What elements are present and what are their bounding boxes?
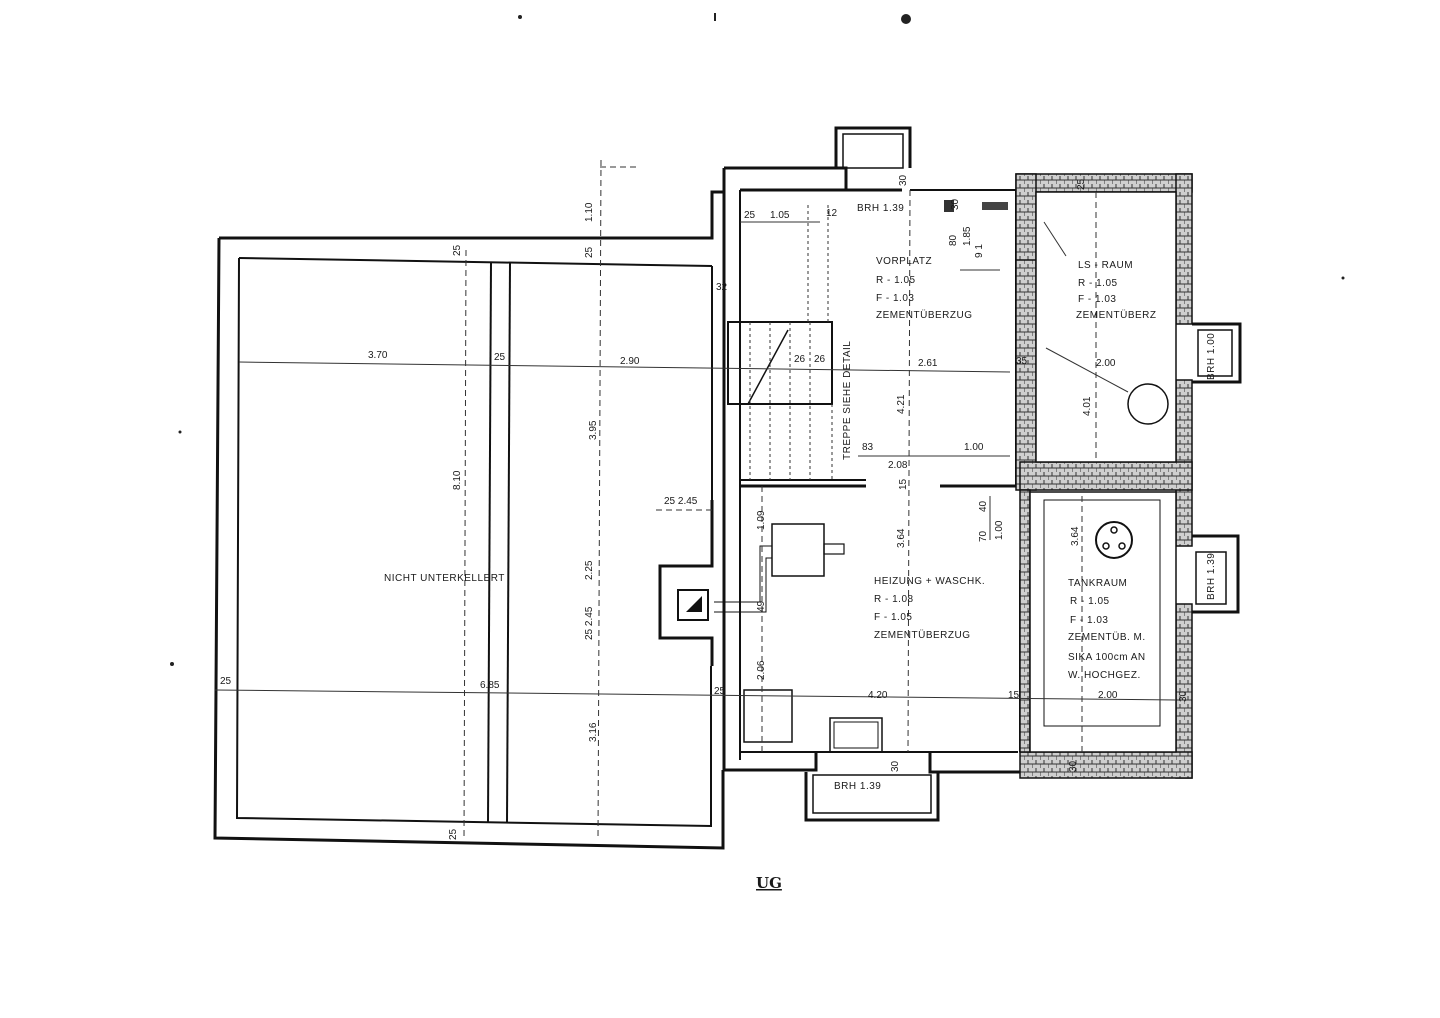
dim-label: 30 <box>950 198 961 210</box>
label-tankraum-floor1: ZEMENTÜB. M. <box>1068 631 1146 643</box>
notes: TREPPE SIEHE DETAIL BRH 1.39 BRH 1.39 BR… <box>834 203 1217 792</box>
label-ls-raum-floor: ZEMENTÜBERZ <box>1076 309 1157 321</box>
right-block-walls <box>1015 173 1242 779</box>
dim-label: 1.00 <box>964 442 984 453</box>
label-heizung-name: HEIZUNG + WASCHK. <box>874 576 985 587</box>
left-block-walls <box>213 168 726 850</box>
label-ls-raum-f: F - 1.03 <box>1078 294 1116 305</box>
label-tankraum-floor3: W. HOCHGEZ. <box>1068 670 1141 681</box>
dim-label: 3.64 <box>896 528 907 548</box>
label-heizung-r: R - 1.08 <box>874 594 914 605</box>
dim-label: 1.00 <box>994 520 1005 540</box>
plan-title: UG <box>756 874 782 892</box>
scan-specks <box>170 13 1345 666</box>
label-heizung-floor: ZEMENTÜBERZUG <box>874 629 971 641</box>
dim-label: 15 <box>1008 690 1020 701</box>
dim-label: 26 <box>794 354 806 365</box>
dim-label: 3.16 <box>588 722 599 742</box>
dim-label: 4.21 <box>896 394 907 414</box>
note-brh-right1: BRH 1.00 <box>1206 333 1217 380</box>
dim-label: 26 <box>814 354 826 365</box>
dim-label: 70 <box>978 530 989 542</box>
dim-label: 25 <box>1076 178 1087 190</box>
dim-label: 35 <box>1016 356 1028 367</box>
dim-label: 2.06 <box>756 660 767 680</box>
dim-label: 4.20 <box>868 690 888 701</box>
dim-label: 15 <box>898 478 909 490</box>
dim-label: 25 2.45 <box>584 606 595 640</box>
dim-label: 1.09 <box>756 510 767 530</box>
note-treppe: TREPPE SIEHE DETAIL <box>842 341 853 460</box>
label-tankraum-name: TANKRAUM <box>1068 578 1127 589</box>
dim-label: 30 <box>898 174 909 186</box>
dim-label: 2.90 <box>620 356 640 367</box>
dim-label: 83 <box>862 442 874 453</box>
dim-label: 30 <box>890 760 901 772</box>
dim-label: 25 <box>494 352 506 363</box>
dim-label: 12 <box>826 208 838 219</box>
label-tankraum-floor2: SIKA 100cm AN <box>1068 652 1146 663</box>
dim-label: 3.64 <box>1070 526 1081 546</box>
dim-label: 1.10 <box>584 202 595 222</box>
label-tankraum-width: 2.00 <box>1098 690 1118 701</box>
dim-label: 25 <box>452 244 463 256</box>
label-ls-raum-name: LS - RAUM <box>1078 260 1133 271</box>
dim-label: 30 <box>1068 760 1079 772</box>
note-brh-right2: BRH 1.39 <box>1206 553 1217 600</box>
dim-label: 3.70 <box>368 350 388 361</box>
dim-label: 1.05 <box>770 210 790 221</box>
dim-label: 25 <box>584 246 595 258</box>
note-brh-bottom: BRH 1.39 <box>834 781 881 792</box>
dim-label: 2.08 <box>888 460 908 471</box>
dimension-labels: 3.70 25 2.90 8.10 3.95 6.85 3.16 25 25 2… <box>220 174 1189 840</box>
dim-label: 3.95 <box>588 420 599 440</box>
chimney <box>658 500 714 666</box>
label-vorplatz-name: VORPLATZ <box>876 256 932 267</box>
dim-label: 1.85 <box>962 226 973 246</box>
dim-label: 2.25 <box>584 560 595 580</box>
label-nicht-unterkellert: NICHT UNTERKELLERT <box>384 573 505 584</box>
dim-label: 4.01 <box>1082 396 1093 416</box>
dim-label: 2.61 <box>918 358 938 369</box>
dim-label: 32 <box>716 282 728 293</box>
label-tankraum-r: R - 1.05 <box>1070 596 1110 607</box>
dim-label: 25 <box>220 676 232 687</box>
dim-label: 40 <box>978 500 989 512</box>
dim-label: 6.85 <box>480 680 500 691</box>
label-vorplatz-floor: ZEMENTÜBERZUG <box>876 309 973 321</box>
middle-block-walls <box>714 126 1021 822</box>
dim-label: 9 1 <box>974 244 985 258</box>
label-heizung-f: F - 1.05 <box>874 612 912 623</box>
note-brh-top: BRH 1.39 <box>857 203 904 214</box>
dim-label: 30 <box>1178 690 1189 702</box>
label-vorplatz-f: F - 1.03 <box>876 293 914 304</box>
room-labels: NICHT UNTERKELLERT VORPLATZ R - 1.05 F -… <box>384 256 1157 701</box>
dim-label: 49 <box>756 600 767 612</box>
dim-label: 8.10 <box>452 470 463 490</box>
dim-label: 25 <box>448 828 459 840</box>
label-tankraum-f: F - 1.03 <box>1070 615 1108 626</box>
dim-label: 25 <box>714 686 726 697</box>
dim-label: 80 <box>948 234 959 246</box>
label-vorplatz-r: R - 1.05 <box>876 275 916 286</box>
dim-label: 25 2.45 <box>664 496 698 507</box>
dim-label: 25 <box>744 210 756 221</box>
dimension-lines <box>214 159 1177 841</box>
dim-label: 2.00 <box>1096 358 1116 369</box>
label-ls-raum-r: R - 1.05 <box>1078 278 1118 289</box>
